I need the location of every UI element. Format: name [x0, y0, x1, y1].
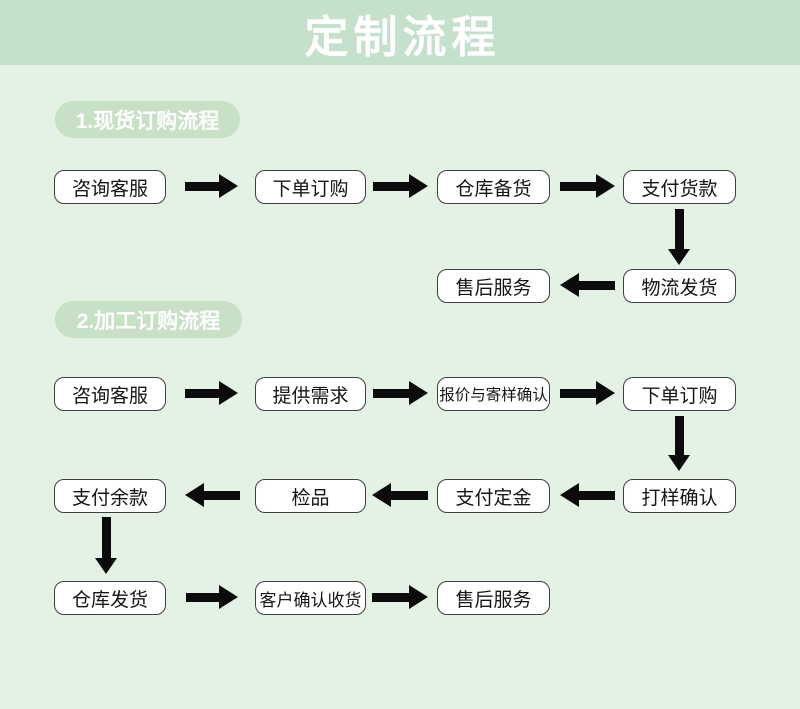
arrow-right-icon: [560, 380, 615, 406]
step-provide-requirements: 提供需求: [255, 377, 366, 411]
arrow-head: [668, 455, 690, 471]
arrow-head: [95, 558, 117, 574]
arrow-right-icon: [185, 173, 238, 199]
arrow-stem: [577, 490, 615, 500]
arrow-stem: [185, 388, 221, 398]
arrow-stem: [674, 416, 684, 456]
arrow-stem: [202, 490, 240, 500]
arrow-left-icon: [372, 482, 428, 508]
arrow-right-icon: [373, 380, 428, 406]
arrow-right-icon: [373, 173, 428, 199]
arrow-stem: [186, 592, 221, 602]
arrow-head: [560, 483, 579, 507]
step-pay-balance: 支付余款: [54, 479, 166, 513]
step-place-order-2: 下单订购: [623, 377, 736, 411]
arrow-stem: [389, 490, 428, 500]
section2-label: 2.加工订购流程: [55, 301, 242, 338]
arrow-head: [668, 249, 690, 265]
section1-label: 1.现货订购流程: [55, 101, 240, 138]
arrow-head: [219, 381, 238, 405]
arrow-stem: [560, 181, 598, 191]
arrow-head: [372, 483, 391, 507]
arrow-down-icon: [667, 416, 691, 471]
step-pay-deposit: 支付定金: [437, 479, 550, 513]
step-pay-for-goods: 支付货款: [623, 170, 736, 204]
arrow-head: [409, 585, 428, 609]
arrow-stem: [577, 280, 615, 290]
step-proofing-confirmation: 打样确认: [623, 479, 736, 513]
arrow-head: [219, 585, 238, 609]
arrow-stem: [674, 209, 684, 250]
arrow-left-icon: [560, 482, 615, 508]
arrow-stem: [373, 388, 411, 398]
step-warehouse-stocking: 仓库备货: [437, 170, 550, 204]
arrow-head: [409, 174, 428, 198]
arrow-down-icon: [94, 517, 118, 574]
step-consult-customer-service-1: 咨询客服: [54, 170, 166, 204]
arrow-head: [596, 381, 615, 405]
arrow-stem: [372, 592, 411, 602]
step-logistics-shipping: 物流发货: [623, 269, 736, 303]
arrow-head: [560, 273, 579, 297]
step-after-sales-service-2: 售后服务: [437, 581, 550, 615]
arrow-left-icon: [185, 482, 240, 508]
step-product-inspection: 检品: [255, 479, 366, 513]
arrow-stem: [373, 181, 411, 191]
arrow-right-icon: [560, 173, 615, 199]
arrow-stem: [185, 181, 221, 191]
arrow-right-icon: [372, 584, 428, 610]
arrow-right-icon: [185, 380, 238, 406]
page-title: 定制流程: [304, 12, 501, 62]
arrow-stem: [101, 517, 111, 559]
step-quote-sample-confirmation: 报价与寄样确认: [437, 377, 550, 411]
step-customer-confirm-receipt: 客户确认收货: [255, 581, 366, 615]
arrow-head: [409, 381, 428, 405]
arrow-stem: [560, 388, 598, 398]
arrow-down-icon: [667, 209, 691, 265]
step-consult-customer-service-2: 咨询客服: [54, 377, 166, 411]
arrow-head: [219, 174, 238, 198]
arrow-head: [185, 483, 204, 507]
step-warehouse-shipping: 仓库发货: [54, 581, 166, 615]
page-header: 定制流程: [0, 0, 800, 65]
step-place-order-1: 下单订购: [255, 170, 366, 204]
arrow-right-icon: [186, 584, 238, 610]
arrow-head: [596, 174, 615, 198]
step-after-sales-service-1: 售后服务: [437, 269, 550, 303]
arrow-left-icon: [560, 272, 615, 298]
